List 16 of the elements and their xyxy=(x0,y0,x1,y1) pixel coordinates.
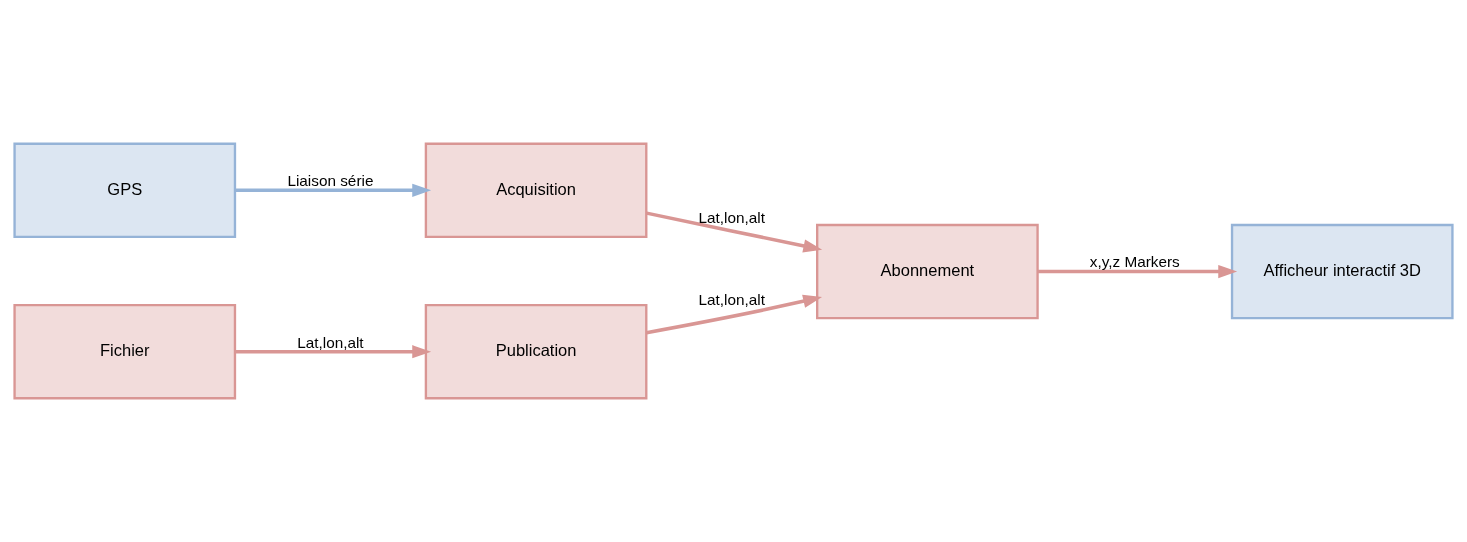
edge-label: Lat,lon,alt xyxy=(297,333,364,351)
node-box: GPS xyxy=(13,142,237,238)
edge-label: Lat,lon,alt xyxy=(698,291,765,309)
edge-label: x,y,z Markers xyxy=(1089,253,1180,271)
arrow xyxy=(646,294,823,335)
node-box: Fichier xyxy=(13,304,237,400)
arrow xyxy=(235,345,432,359)
node-box: Afficheur interactif 3D xyxy=(1230,223,1454,320)
arrow xyxy=(1038,264,1238,279)
arrow xyxy=(646,211,823,253)
arrow xyxy=(235,183,432,197)
node-box: Abonnement xyxy=(816,223,1039,320)
node-box: Acquisition xyxy=(424,142,648,238)
edge-label: Lat,lon,alt xyxy=(698,208,765,226)
edge-label: Liaison série xyxy=(287,172,374,190)
node-box: Publication xyxy=(424,304,648,400)
